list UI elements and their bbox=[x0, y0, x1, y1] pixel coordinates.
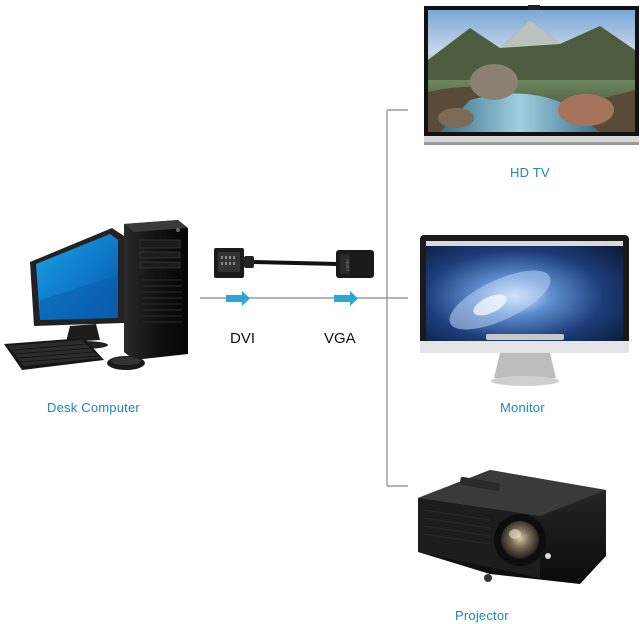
monitor-label: Monitor bbox=[500, 400, 545, 415]
dvi-label: DVI bbox=[230, 330, 256, 347]
vga-label: VGA bbox=[324, 330, 356, 347]
monitor-image bbox=[420, 235, 629, 386]
svg-text:cable: cable bbox=[345, 259, 351, 271]
desk-computer-image bbox=[4, 220, 188, 370]
projector-label: Projector bbox=[455, 608, 509, 623]
projector-image bbox=[418, 470, 606, 584]
hdtv-image bbox=[424, 5, 639, 145]
dvi-to-vga-adapter: cable bbox=[214, 248, 374, 278]
dvi-arrow-icon bbox=[226, 291, 250, 306]
desk-computer-label: Desk Computer bbox=[47, 400, 140, 415]
vga-arrow-icon bbox=[334, 291, 358, 306]
hdtv-label: HD TV bbox=[510, 165, 550, 180]
